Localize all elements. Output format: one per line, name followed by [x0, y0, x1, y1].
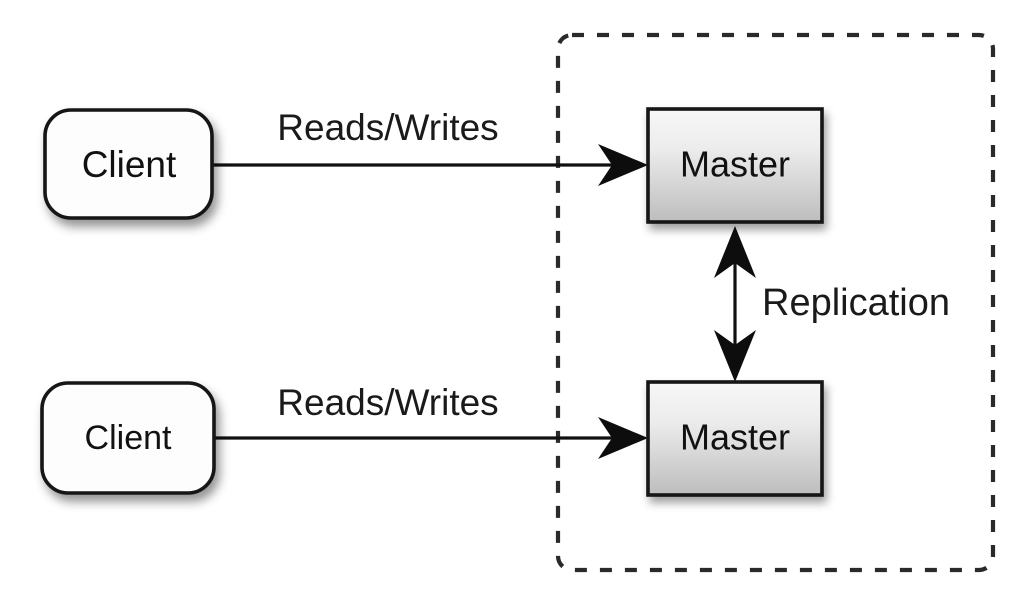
edge-client-bottom-to-master-bottom	[214, 417, 648, 459]
edge-master-replication	[714, 226, 756, 382]
client-top-label: Client	[82, 144, 177, 185]
master-bottom-box[interactable]	[646, 380, 824, 497]
master-top-box[interactable]	[646, 107, 824, 224]
arrow-head-icon-bottom	[598, 417, 648, 459]
arrow-head-icon-replication-up	[714, 226, 756, 278]
client-top-box[interactable]	[43, 108, 214, 220]
node-client-bottom[interactable]: Client	[40, 381, 216, 495]
master-bottom-label: Master	[680, 417, 790, 458]
edge-label-reads-writes-bottom: Reads/Writes	[277, 382, 498, 423]
edge-label-replication: Replication	[762, 282, 950, 324]
node-master-bottom[interactable]: Master	[646, 380, 824, 497]
client-bottom-box[interactable]	[40, 381, 216, 495]
edge-client-top-to-master-top	[212, 144, 648, 186]
replication-cluster-boundary	[555, 32, 996, 573]
client-bottom-label: Client	[85, 419, 172, 457]
master-top-label: Master	[680, 144, 790, 185]
arrow-head-icon-top	[598, 144, 648, 186]
arrow-head-icon-replication-down	[714, 330, 756, 382]
node-client-top[interactable]: Client	[43, 108, 214, 220]
edge-label-reads-writes-top: Reads/Writes	[277, 107, 498, 148]
node-master-top[interactable]: Master	[646, 107, 824, 224]
